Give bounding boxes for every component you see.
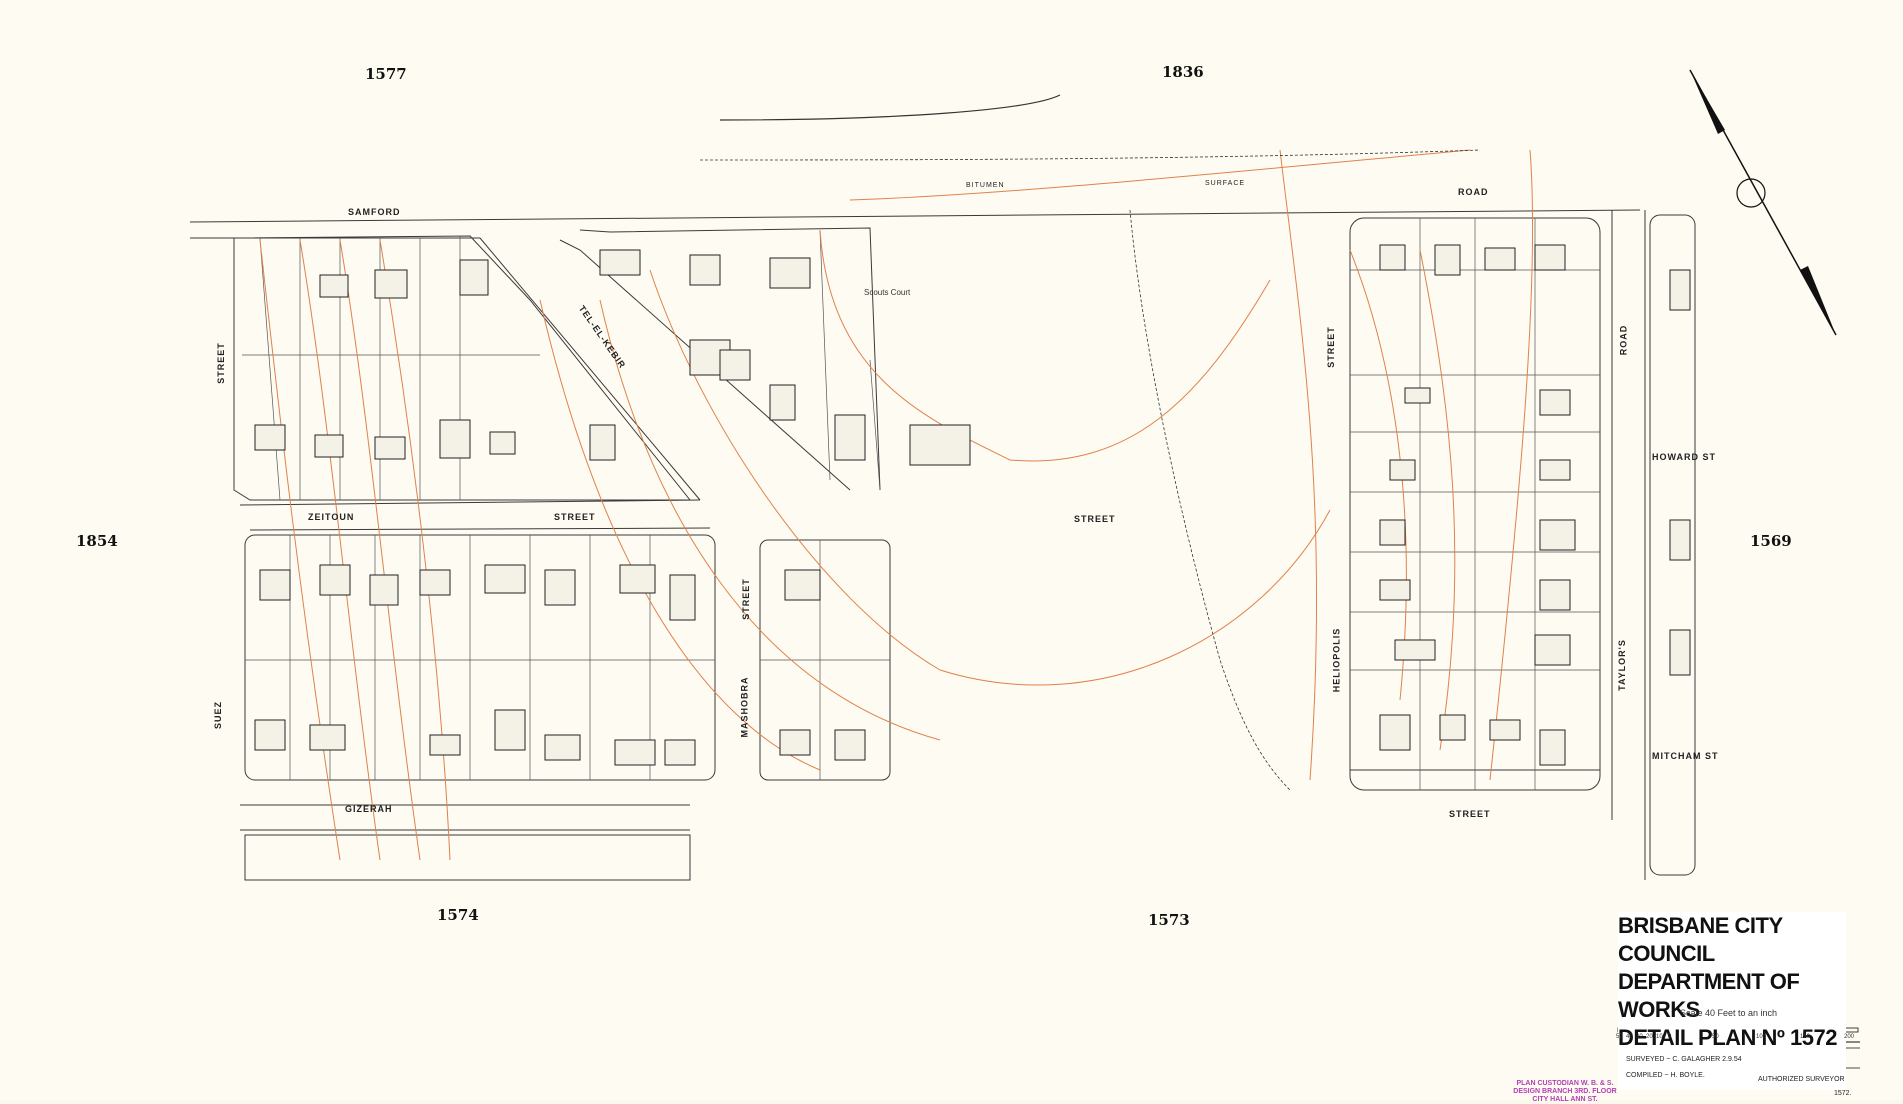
buildings — [254, 244, 1691, 766]
detail-plan-title: DETAIL PLAN Nº 1572 — [1618, 1025, 1838, 1050]
street-label-zeitoun-street: STREET — [554, 512, 596, 522]
scale-tick: 50 — [1712, 1034, 1719, 1040]
lot-lines — [242, 218, 1600, 790]
adjacent-sheet-north: 1836 — [1162, 63, 1204, 81]
scale-text: Scale 40 Feet to an inch — [1680, 1008, 1778, 1018]
title-block: BRISBANE CITY COUNCIL DEPARTMENT OF WORK… — [1618, 912, 1846, 1090]
council-title: BRISBANE CITY COUNCIL — [1618, 913, 1783, 966]
street-label-centre-street: STREET — [1074, 514, 1116, 524]
sheet-reference: 1572. — [1834, 1090, 1852, 1097]
adjacent-sheet-east: 1569 — [1750, 532, 1792, 550]
adjacent-sheet-west: 1854 — [76, 532, 118, 550]
street-label-samford: SAMFORD — [348, 207, 401, 217]
contour-lines — [259, 149, 1534, 861]
scale-tick: 200 — [1844, 1034, 1855, 1040]
street-label-surface: SURFACE — [1205, 180, 1246, 187]
rail-line — [699, 149, 1481, 791]
street-label-road: ROAD — [1458, 187, 1489, 197]
scale-tick: 10 — [1656, 1034, 1663, 1040]
adjacent-sheet-south: 1573 — [1148, 911, 1190, 929]
street-label-heliopolis-street: STREET — [1325, 326, 1336, 368]
scale-tick: 0 — [1668, 1034, 1672, 1040]
authorized-surveyor: AUTHORIZED SURVEYOR — [1758, 1076, 1845, 1083]
street-label-gizerah: GIZERAH — [345, 804, 393, 814]
street-label-bottom-street: STREET — [1449, 809, 1491, 819]
street-label-zeitoun: ZEITOUN — [308, 512, 355, 522]
label-scouts-court: Scouts Court — [864, 288, 911, 297]
scale-tick: 20 — [1646, 1034, 1653, 1040]
road-boundaries — [189, 209, 1696, 881]
scale-tick: 50 — [1616, 1034, 1623, 1040]
street-label-street-left: STREET — [215, 342, 226, 384]
street-label-suez: SUEZ — [213, 700, 224, 730]
railway-curve — [719, 94, 1061, 121]
north-arrow — [1689, 69, 1837, 336]
street-label-mitcham: MITCHAM ST — [1652, 751, 1719, 761]
street-label-bitumen: BITUMEN — [966, 182, 1005, 189]
street-label-mashobra: MASHOBRA — [739, 676, 750, 738]
compiled-by: COMPILED ~ H. BOYLE. — [1626, 1072, 1705, 1079]
surveyed-by: SURVEYED ~ C. GALAGHER 2.9.54 — [1626, 1056, 1742, 1063]
adjacent-sheet-south-west: 1574 — [437, 906, 479, 924]
scale-tick: 40 — [1626, 1034, 1633, 1040]
plan-custodian-stamp: PLAN CUSTODIAN W. B. & S. DESIGN BRANCH … — [1513, 1080, 1617, 1103]
street-label-mashobra-street: STREET — [740, 578, 751, 620]
street-label-taylors: TAYLOR'S — [1616, 639, 1627, 691]
street-label-heliopolis: HELIOPOLIS — [1331, 627, 1342, 693]
adjacent-sheet-north-west: 1577 — [365, 65, 407, 83]
scale-tick: 30 — [1636, 1034, 1643, 1040]
scale-tick: 100 — [1756, 1034, 1767, 1040]
scale-tick: 150 — [1800, 1034, 1811, 1040]
department-title: DEPARTMENT OF WORKS — [1618, 969, 1800, 1022]
street-label-taylors-road: ROAD — [1618, 324, 1629, 356]
street-label-howard: HOWARD ST — [1652, 452, 1716, 462]
